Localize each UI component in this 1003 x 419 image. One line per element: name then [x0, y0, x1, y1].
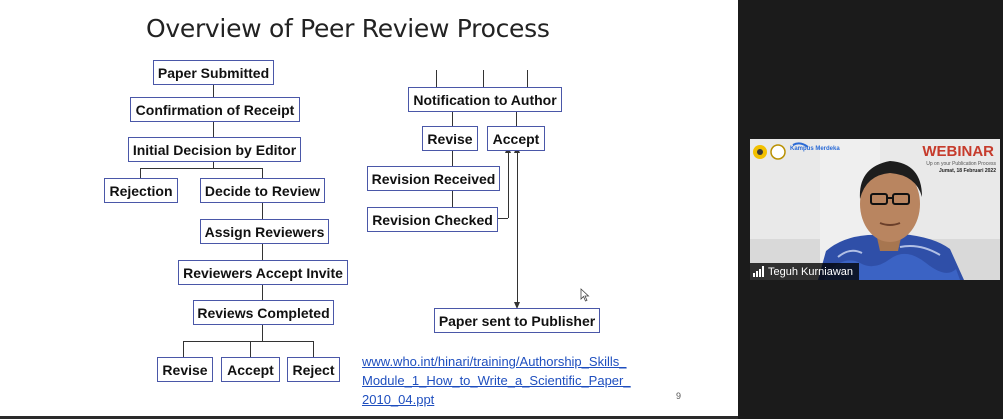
connector: [140, 168, 141, 178]
connector: [262, 202, 263, 219]
revise-box: Revise: [157, 357, 213, 382]
reject-box: Reject: [287, 357, 340, 382]
connector: [250, 341, 251, 357]
connector: [508, 150, 509, 218]
connector: [262, 324, 263, 341]
notification-box: Notification to Author: [408, 87, 562, 112]
shared-slide: Overview of Peer Review Process Paper Su…: [0, 0, 738, 416]
connector: [262, 284, 263, 300]
banner-subtitle: Up on your Publication Process: [926, 161, 996, 167]
connector: [213, 162, 214, 168]
video-background: [750, 139, 1000, 280]
connector: [498, 218, 508, 219]
mouse-cursor-icon: [580, 288, 590, 302]
paper-sent-box: Paper sent to Publisher: [434, 308, 600, 333]
connector: [183, 341, 184, 357]
connector: [436, 70, 437, 87]
connector: [452, 150, 453, 166]
connector: [452, 111, 453, 126]
accept-box-right: Accept: [487, 126, 545, 151]
connector: [516, 111, 517, 126]
revision-checked-box: Revision Checked: [367, 207, 498, 232]
reference-link[interactable]: www.who.int/hinari/training/Authorship_S…: [362, 352, 631, 409]
paper-submitted-box: Paper Submitted: [153, 60, 274, 85]
banner-date: Jumat, 18 Februari 2022: [939, 168, 996, 174]
connector: [262, 243, 263, 260]
assign-reviewers-box: Assign Reviewers: [200, 219, 329, 244]
link-line-3[interactable]: 2010_04.ppt: [362, 392, 435, 407]
connector: [140, 168, 262, 169]
confirmation-box: Confirmation of Receipt: [130, 97, 300, 122]
link-line-2[interactable]: Module_1_How_to_Write_a_Scientific_Paper…: [362, 373, 631, 388]
connector: [483, 70, 484, 87]
connector: [213, 122, 214, 137]
connector: [213, 84, 214, 98]
logo-text: Kampus Merdeka: [790, 146, 840, 152]
rejection-box: Rejection: [104, 178, 178, 203]
connector: [527, 70, 528, 87]
participant-name: Teguh Kurniawan: [768, 265, 854, 278]
banner-title: WEBINAR: [922, 143, 994, 160]
revise-box-right: Revise: [422, 126, 478, 151]
decide-review-box: Decide to Review: [200, 178, 325, 203]
slide-title: Overview of Peer Review Process: [146, 14, 550, 43]
connector: [313, 341, 314, 357]
accept-box: Accept: [221, 357, 280, 382]
slide-bottom-strip: [0, 416, 738, 419]
connector: [452, 190, 453, 207]
connector: [517, 150, 518, 304]
connector: [262, 168, 263, 178]
signal-bars-icon: [753, 266, 764, 277]
page-number: 9: [676, 391, 682, 401]
connector: [183, 341, 313, 342]
initial-decision-box: Initial Decision by Editor: [128, 137, 301, 162]
reviewers-accept-box: Reviewers Accept Invite: [178, 260, 348, 285]
reviews-completed-box: Reviews Completed: [193, 300, 334, 325]
participant-name-bar: Teguh Kurniawan: [750, 263, 860, 280]
revision-received-box: Revision Received: [367, 166, 500, 191]
link-line-1[interactable]: www.who.int/hinari/training/Authorship_S…: [362, 354, 627, 369]
participant-video[interactable]: Kampus Merdeka WEBINAR Up on your Public…: [750, 139, 1000, 280]
